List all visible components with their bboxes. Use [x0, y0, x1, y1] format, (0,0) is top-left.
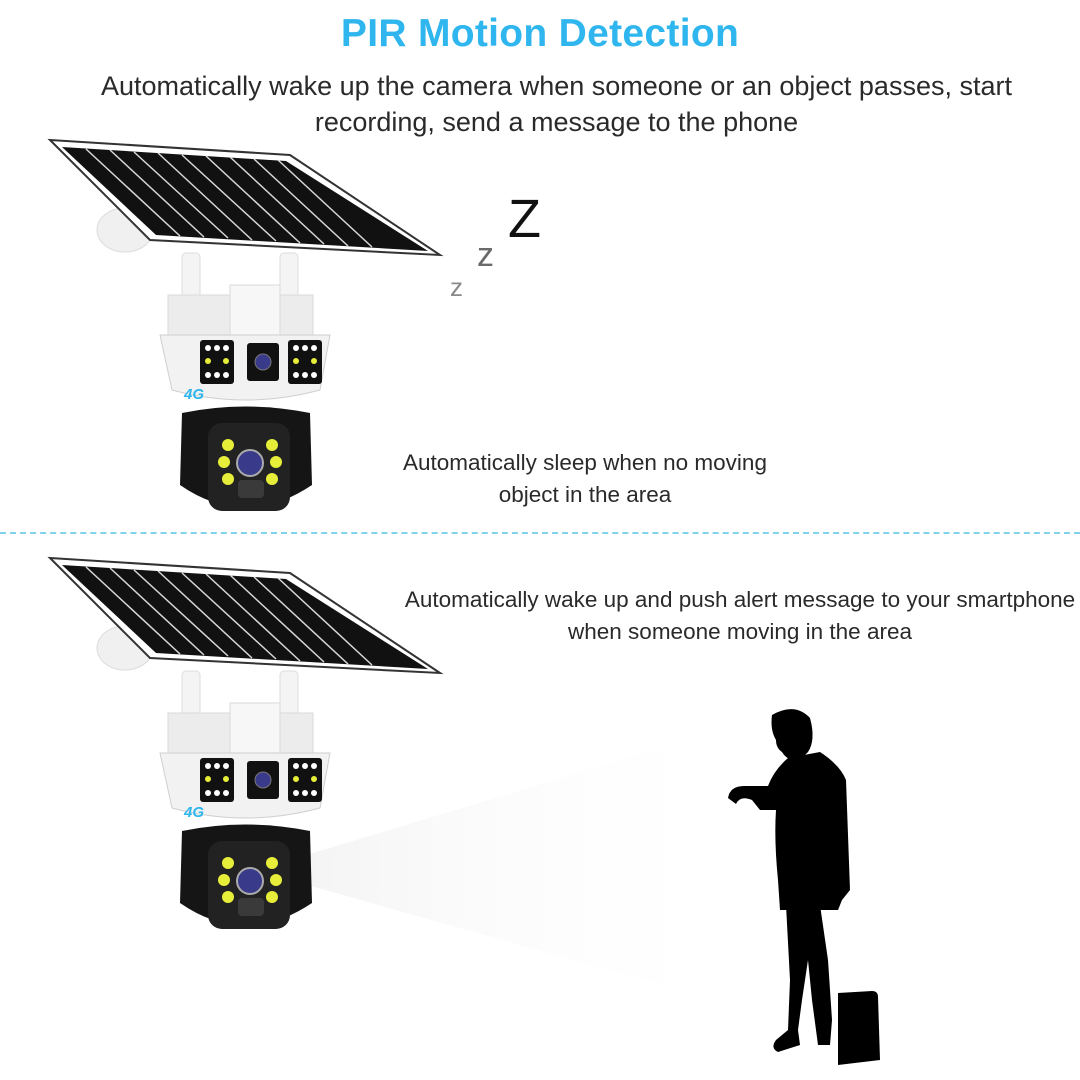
section-divider — [0, 532, 1080, 534]
page-subtitle: Automatically wake up the camera when so… — [101, 71, 1012, 137]
solar-camera-sleeping: 4G — [40, 135, 460, 525]
solar-camera-illustration: 4G — [47, 138, 444, 511]
person-silhouette-icon — [700, 700, 900, 1075]
4g-badge: 4G — [183, 804, 204, 821]
solar-camera-awake: 4G — [40, 553, 460, 943]
4g-badge: 4G — [183, 386, 204, 403]
page-title: PIR Motion Detection — [340, 12, 740, 55]
sleep-caption: Automatically sleep when no moving objec… — [403, 450, 767, 507]
sleep-z-large: Z — [508, 189, 541, 249]
wake-caption: Automatically wake up and push alert mes… — [404, 587, 1076, 644]
detection-beam — [290, 730, 750, 1020]
sleep-z-medium: z — [477, 236, 494, 274]
sleep-z-small: z — [450, 272, 463, 302]
solar-camera-illustration: 4G — [47, 556, 444, 929]
